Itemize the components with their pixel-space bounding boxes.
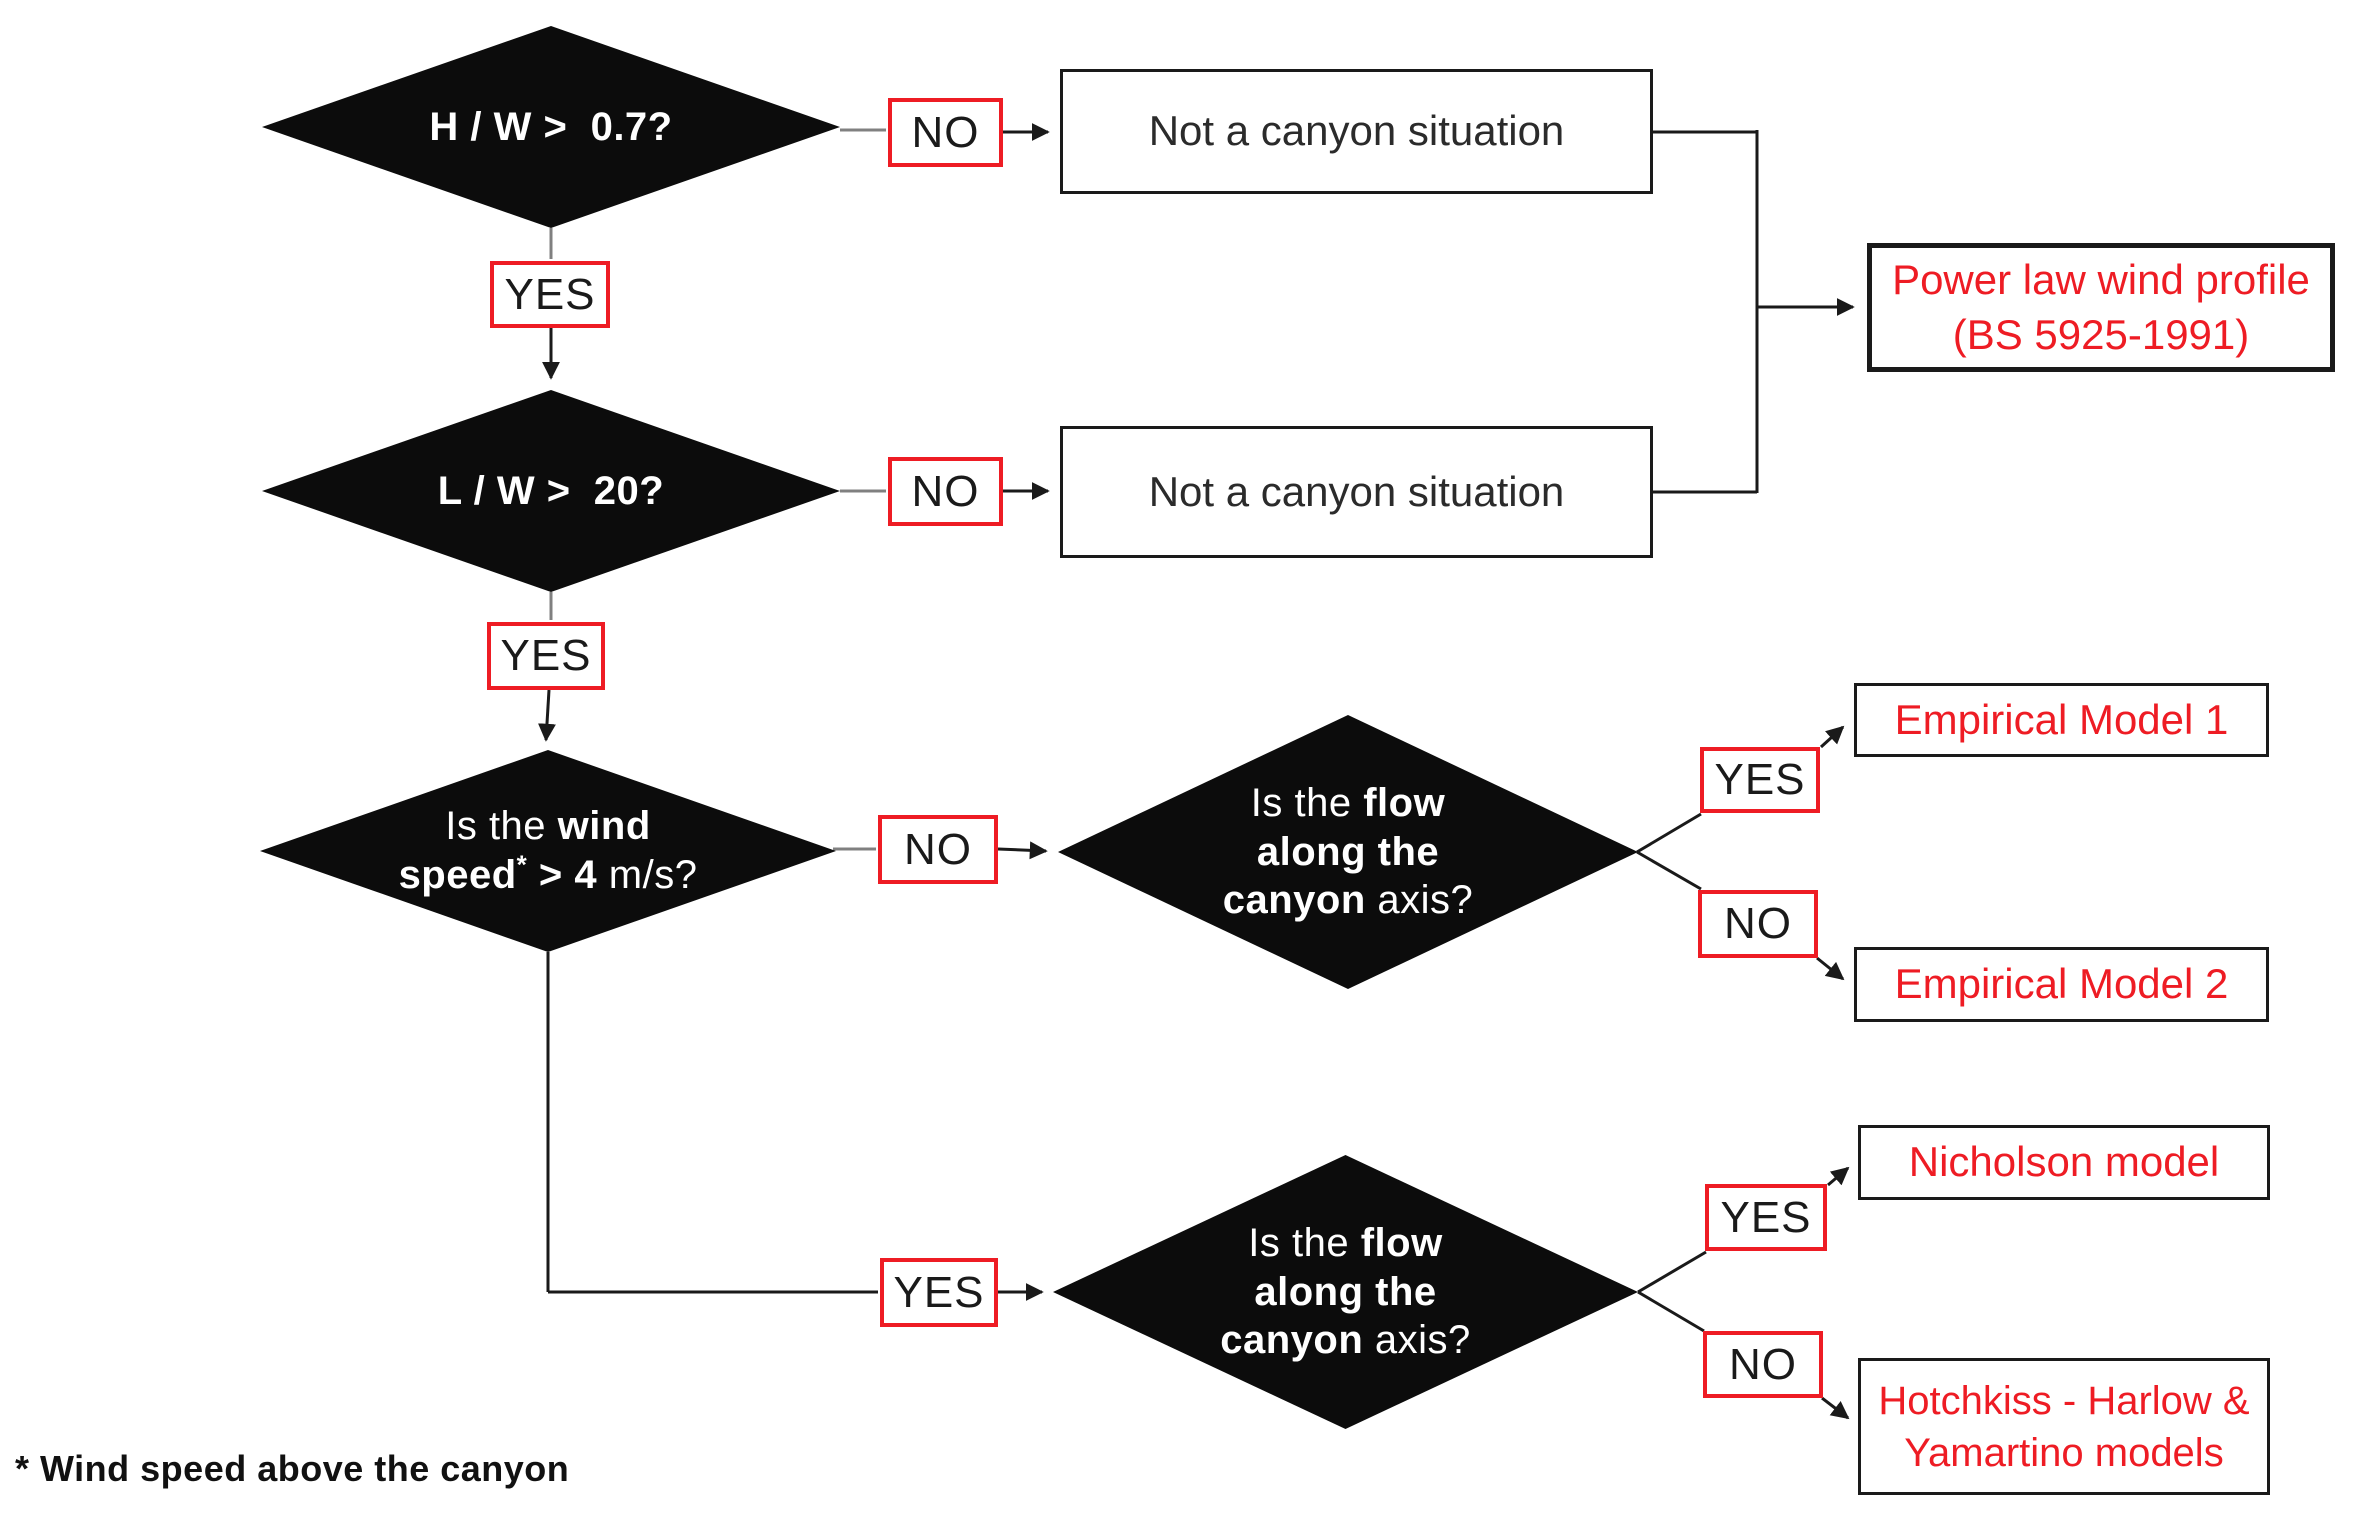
no-text: NO xyxy=(911,107,980,157)
yes-text: YES xyxy=(500,631,592,680)
yes-text: YES xyxy=(504,269,596,319)
label-yes-flow-high: YES xyxy=(1705,1184,1827,1251)
outcome-hotchkiss-harlow-yamartino: Hotchkiss - Harlow & Yamartino models xyxy=(1858,1358,2270,1495)
label-no-flow-high: NO xyxy=(1703,1331,1823,1398)
label-no-lw: NO xyxy=(888,457,1003,526)
no-text: NO xyxy=(1724,899,1792,948)
main-connector-lines xyxy=(537,123,1855,1420)
label-no-wind-speed: NO xyxy=(878,815,998,884)
outcome-power-law: Power law wind profile (BS 5925-1991) xyxy=(1867,243,2335,372)
no-text: NO xyxy=(904,824,972,874)
label-yes-lw: YES xyxy=(487,622,605,690)
outcome-empirical-model-2: Empirical Model 2 xyxy=(1854,947,2269,1022)
yes-text: YES xyxy=(1720,1192,1812,1242)
label-no-hw: NO xyxy=(888,98,1003,167)
label-yes-flow-low: YES xyxy=(1700,747,1820,813)
outcome-not-canyon-2: Not a canyon situation xyxy=(1060,426,1653,558)
outcome-nicholson-model: Nicholson model xyxy=(1858,1125,2270,1200)
label-no-flow-low: NO xyxy=(1698,890,1818,958)
diamond-stub-lines xyxy=(549,128,886,851)
label-yes-wind-speed: YES xyxy=(880,1258,998,1327)
yes-text: YES xyxy=(893,1267,985,1317)
outcome-empirical-model-1: Empirical Model 1 xyxy=(1854,683,2269,757)
label-yes-hw: YES xyxy=(490,261,610,328)
outcome-not-canyon-1: Not a canyon situation xyxy=(1060,69,1653,194)
yes-text: YES xyxy=(1714,755,1806,804)
no-text: NO xyxy=(1729,1339,1797,1389)
footnote-wind-speed: * Wind speed above the canyon xyxy=(15,1448,570,1489)
no-text: NO xyxy=(911,466,980,516)
